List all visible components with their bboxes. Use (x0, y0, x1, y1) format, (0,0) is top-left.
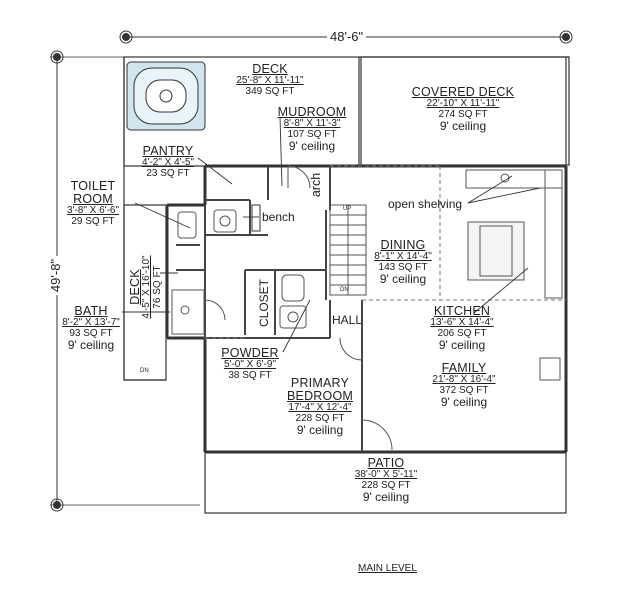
room-ceiling: 9' ceiling (288, 139, 336, 154)
room-dimensions: 8'-8" X 11'-3" (283, 118, 341, 130)
stair-down-tag: DN (340, 287, 349, 293)
room-name: PANTRY (142, 144, 194, 158)
room-dimensions: 38'-0" X 5'-11" (354, 469, 418, 481)
room-name-line-2: BEDROOM (287, 389, 353, 404)
room-dimensions: 4'-2" X 4'-5" (141, 157, 195, 169)
deck-stair-down-tag: DN (140, 368, 149, 374)
room-name: BATH (74, 304, 108, 318)
patio-outline (204, 451, 567, 514)
room-name-line-1: PRIMARY (290, 376, 350, 390)
family-label: FAMILY 21'-8" X 16'-4" 372 SQ FT 9' ceil… (430, 361, 498, 410)
pantry-label: PANTRY 4'-2" X 4'-5" 23 SQ FT (138, 144, 198, 179)
side-deck-outline (123, 204, 167, 381)
room-area: 23 SQ FT (146, 167, 190, 179)
plumbing-fixtures (171, 209, 307, 335)
room-name-line-2: ROOM (73, 192, 113, 207)
label-leader-lines (122, 116, 541, 353)
room-name: FAMILY (441, 361, 487, 375)
room-dimensions: 22'-10" X 11'-11" (426, 98, 500, 110)
dashed-room-divisions (205, 165, 566, 339)
room-area: 143 SQ FT (378, 261, 428, 273)
bath-label: BATH 8'-2" X 13'-7" 93 SQ FT 9' ceiling (58, 304, 124, 353)
toilet-room-label: TOILET ROOM 3'-8" X 6'-6" 29 SQ FT (62, 179, 124, 227)
room-dimensions: 17'-4" X 12'-4" (288, 402, 352, 414)
room-name: DECK (252, 62, 288, 76)
room-ceiling: 9' ceiling (379, 272, 427, 287)
room-dimensions: 8'-1" X 14'-4" (374, 251, 432, 263)
dining-label: DINING 8'-1" X 14'-4" 143 SQ FT 9' ceili… (370, 238, 436, 287)
deck-label: DECK 25'-8" X 11'-11" 349 SQ FT (234, 62, 306, 97)
room-dimensions: 13'-6" X 14'-4" (430, 317, 494, 329)
interior-walls (176, 166, 363, 452)
room-ceiling: 9' ceiling (438, 338, 486, 353)
room-ceiling: 9' ceiling (67, 338, 115, 353)
kitchen-counters (465, 169, 563, 381)
room-name: DINING (380, 238, 426, 252)
room-area: 372 SQ FT (439, 384, 489, 396)
room-ceiling: 9' ceiling (296, 423, 344, 438)
closet-tag: CLOSET (257, 278, 272, 328)
overall-depth-label: 49'-8" (48, 255, 64, 296)
hall-tag: HALL (332, 313, 363, 327)
room-area: 206 SQ FT (437, 327, 487, 339)
room-ceiling: 9' ceiling (439, 119, 487, 134)
open-shelving-tag: open shelving (388, 197, 463, 211)
patio-label: PATIO 38'-0" X 5'-11" 228 SQ FT 9' ceili… (344, 456, 428, 505)
room-area: 349 SQ FT (245, 85, 295, 97)
room-area: 107 SQ FT (287, 128, 337, 140)
kitchen-label: KITCHEN 13'-6" X 14'-4" 206 SQ FT 9' cei… (428, 304, 496, 353)
room-area: 228 SQ FT (361, 479, 411, 491)
primary-bedroom-label: PRIMARY BEDROOM 17'-4" X 12'-4" 228 SQ F… (280, 376, 360, 438)
room-name: MUDROOM (277, 105, 347, 119)
arch-tag: arch (309, 172, 324, 198)
room-name: POWDER (221, 346, 279, 360)
bench-tag: bench (262, 210, 295, 224)
drawing-caption: MAIN LEVEL (358, 563, 417, 574)
room-ceiling: 9' ceiling (362, 490, 410, 505)
room-area: 274 SQ FT (438, 108, 488, 120)
room-dimensions: 25'-8" X 11'-11" (236, 75, 304, 87)
room-area: 93 SQ FT (69, 327, 113, 339)
mudroom-label: MUDROOM 8'-8" X 11'-3" 107 SQ FT 9' ceil… (275, 105, 349, 154)
room-area: 228 SQ FT (295, 412, 345, 424)
room-dimensions: 5'-0" X 6'-9" (223, 359, 277, 371)
stairs (329, 204, 367, 296)
room-area: 38 SQ FT (228, 369, 272, 381)
room-name: COVERED DECK (411, 85, 515, 99)
stair-up-tag: UP (343, 206, 352, 212)
room-name: PATIO (367, 456, 405, 470)
hot-tub (126, 61, 206, 131)
room-name-line-1: TOILET (70, 179, 116, 193)
door-swings (204, 165, 393, 451)
covered-deck-label: COVERED DECK 22'-10" X 11'-11" 274 SQ FT… (408, 85, 518, 134)
room-dimensions: 3'-8" X 6'-6" (66, 205, 120, 217)
room-dimensions: 21'-8" X 16'-4" (432, 374, 496, 386)
room-name: KITCHEN (433, 304, 491, 318)
overall-width-label: 48'-6" (327, 29, 367, 44)
room-dimensions: 8'-2" X 13'-7" (62, 317, 120, 329)
mudroom-bench (251, 204, 261, 232)
room-area: 76 SQ FT (151, 265, 163, 309)
room-area: 29 SQ FT (71, 215, 115, 227)
room-ceiling: 9' ceiling (440, 395, 488, 410)
side-deck-label: DECK 4'-5" X 16'-10" 76 SQ FT (128, 237, 163, 337)
powder-label: POWDER 5'-0" X 6'-9" 38 SQ FT (218, 346, 282, 381)
